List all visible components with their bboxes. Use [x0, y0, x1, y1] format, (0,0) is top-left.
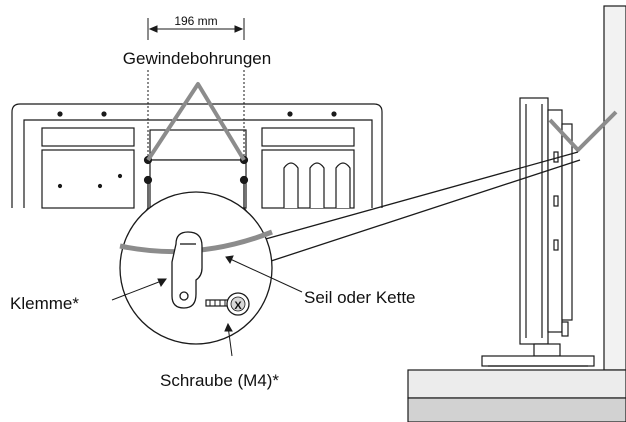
wall — [603, 5, 626, 371]
screw-label: Schraube (M4)* — [160, 371, 279, 390]
screw-head-mark: X — [234, 300, 242, 312]
monitor-panel-side — [519, 97, 549, 345]
clamp-icon — [171, 231, 203, 309]
shelf-top — [407, 369, 626, 399]
threaded-holes-label: Gewindebohrungen — [123, 49, 271, 68]
clamp-label: Klemme* — [10, 294, 79, 313]
stand-base — [481, 355, 595, 367]
monitor-side-view — [481, 97, 595, 367]
rope-or-chain-label: Seil oder Kette — [304, 288, 416, 307]
wall-and-shelf — [407, 5, 626, 422]
screw-icon — [205, 292, 250, 316]
stand-neck — [533, 343, 561, 357]
dimension-label: 196 mm — [174, 14, 217, 28]
rope-to-wall — [548, 110, 618, 152]
leader-lines — [111, 255, 303, 357]
detail-magnifier: X — [119, 191, 273, 345]
shelf-front — [407, 397, 626, 422]
monitor-rear-view — [11, 103, 383, 209]
rope-to-holes — [146, 82, 246, 162]
dimension-marker — [147, 18, 245, 158]
